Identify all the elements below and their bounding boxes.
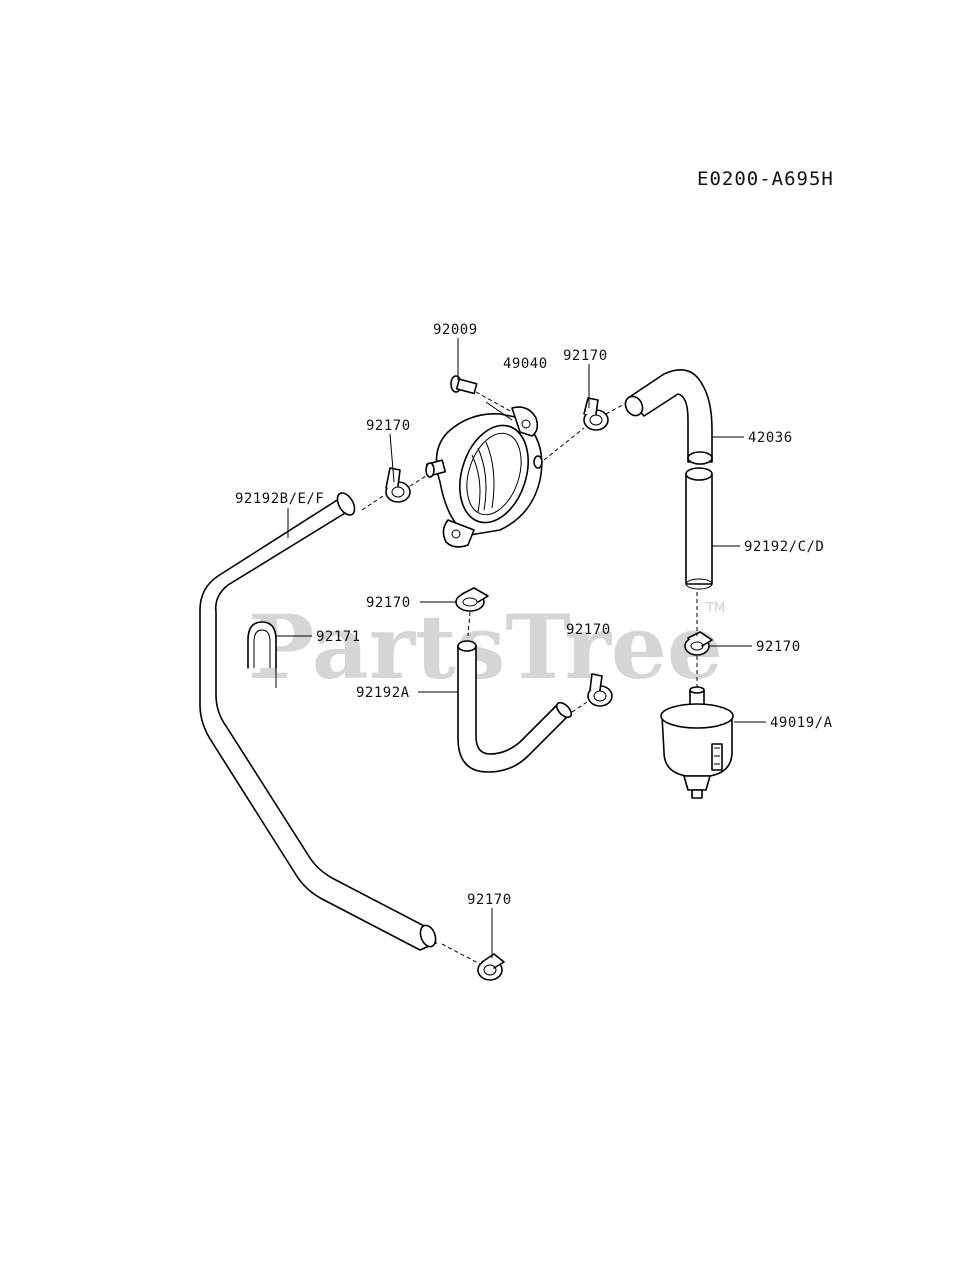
callout-92192a: 92192A <box>356 685 410 701</box>
clamp-top <box>583 397 609 431</box>
hose-92192cd <box>685 467 713 590</box>
assembly-lines <box>361 401 698 965</box>
clamp-bottom <box>477 953 505 981</box>
callout-49040: 49040 <box>503 356 548 372</box>
callout-92192bef: 92192B/E/F <box>235 491 324 507</box>
clamp-center <box>587 673 613 707</box>
callout-92170-center: 92170 <box>566 622 611 638</box>
clamp-mid <box>455 587 489 612</box>
callout-92171: 92171 <box>316 629 361 645</box>
leader-lines <box>276 338 766 958</box>
callout-92170-bottom: 92170 <box>467 892 512 908</box>
fuel-pump-49040 <box>425 406 543 548</box>
watermark-text: PartsTree <box>248 595 723 699</box>
callout-92009: 92009 <box>433 322 478 338</box>
callout-92170-top: 92170 <box>563 348 608 364</box>
screw-92009 <box>450 375 513 413</box>
watermark-trademark: TM <box>705 601 725 616</box>
hose-42036 <box>624 368 713 465</box>
callout-92170-left: 92170 <box>366 418 411 434</box>
hose-92192a <box>457 640 573 773</box>
watermark: PartsTree TM <box>248 595 725 699</box>
callout-42036: 42036 <box>748 430 793 446</box>
diagram-code: E0200-A695H <box>697 168 834 190</box>
clamp-right <box>684 631 713 656</box>
hose-92192bef <box>199 492 437 951</box>
clamp-left <box>385 467 411 503</box>
fuel-filter-49019a <box>660 686 734 799</box>
callout-92192cd: 92192/C/D <box>744 539 824 555</box>
callout-92170-right: 92170 <box>756 639 801 655</box>
clip-92171 <box>247 621 277 688</box>
callout-labels: 92009 49040 92170 92170 42036 92192B/E/F… <box>235 322 833 908</box>
callout-49019a: 49019/A <box>770 715 833 731</box>
callout-92170-mid: 92170 <box>366 595 411 611</box>
